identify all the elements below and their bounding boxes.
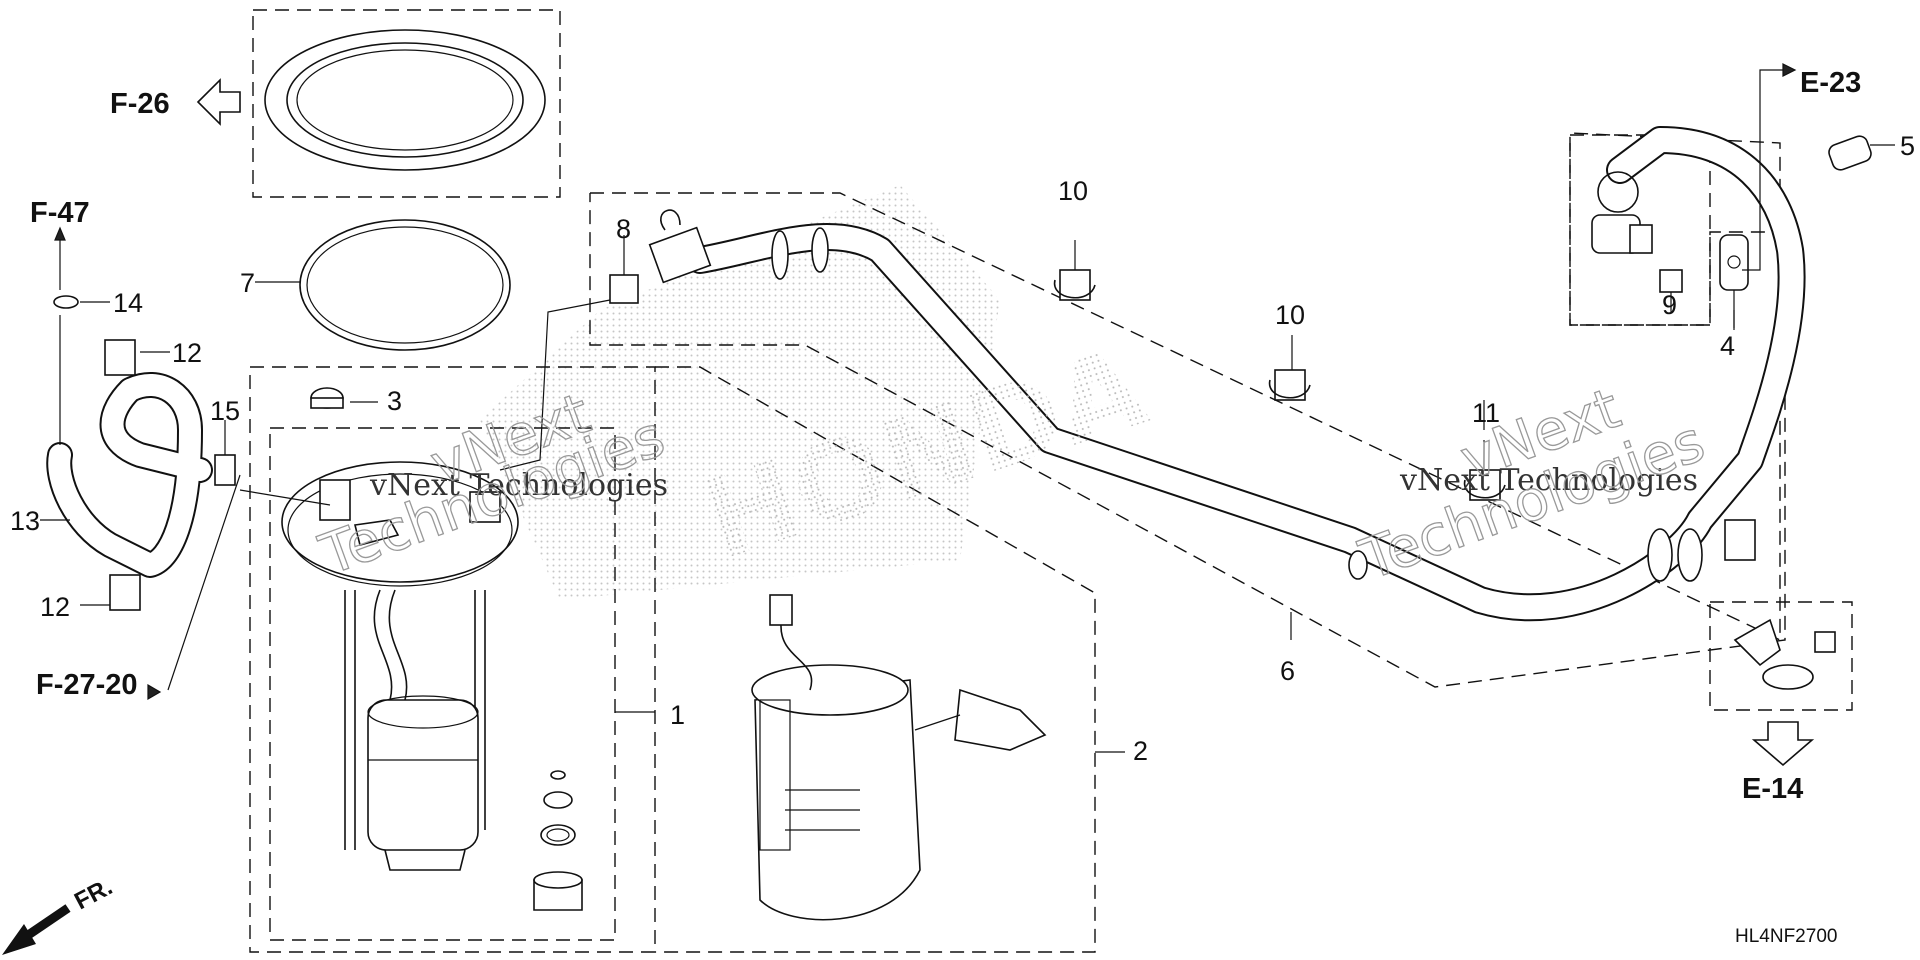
group-box-e14-inset <box>1709 601 1853 711</box>
leader-15-to-pump <box>239 489 331 506</box>
part-number-9: 9 <box>1662 290 1677 320</box>
leader-8 <box>499 299 611 471</box>
part-number-10a: 10 <box>1058 176 1088 206</box>
part-number-14: 14 <box>113 288 143 318</box>
lock-ring <box>264 29 546 171</box>
part-number-1: 1 <box>670 700 685 730</box>
reference-labels: F-26 F-47 F-27-20 E-23 E-14 <box>30 67 1861 805</box>
watermark-text-right: vNext Technologies <box>1399 463 1698 498</box>
e14-bracket <box>1733 618 1836 690</box>
part-number-10b: 10 <box>1275 300 1305 330</box>
fuel-pump-module <box>281 461 519 871</box>
gasket-7 <box>299 219 511 351</box>
orientation-label: FR. <box>70 873 117 915</box>
clip-12-bottom <box>80 574 141 611</box>
part-number-5: 5 <box>1900 131 1915 161</box>
group-box-e23-inset <box>1569 134 1711 326</box>
clip-8 <box>609 235 639 304</box>
drawing-code: HL4NF2700 <box>1735 926 1837 947</box>
group-box-hose-6 <box>589 132 1786 688</box>
hose-6 <box>686 126 1806 622</box>
hose-13 <box>46 372 213 578</box>
clip-5 <box>1828 135 1895 171</box>
part-number-8: 8 <box>616 214 631 244</box>
seal-rings-stack <box>533 770 583 911</box>
part-number-7: 7 <box>240 268 255 298</box>
watermark-dotted-area <box>480 185 1000 600</box>
leader-f27-20 <box>167 474 241 691</box>
arrow-e23 <box>1782 63 1797 77</box>
part-number-12b: 12 <box>40 592 70 622</box>
part-number-4: 4 <box>1720 331 1735 361</box>
ref-f47[interactable]: F-47 <box>30 197 90 229</box>
clip-3 <box>310 387 378 409</box>
hose-6-quick-connector <box>648 209 1368 580</box>
part-number-2: 2 <box>1133 736 1148 766</box>
hose-6-joint <box>1647 519 1756 582</box>
ref-e23[interactable]: E-23 <box>1800 67 1861 99</box>
arrow-f27-20 <box>147 683 162 701</box>
inset-connector <box>1591 171 1653 254</box>
group-box-ring <box>252 9 561 198</box>
leader-e23 <box>1742 69 1785 271</box>
clip-10-b <box>1268 335 1311 401</box>
arrow-e14 <box>1751 721 1815 767</box>
part-number-11: 11 <box>1472 398 1500 428</box>
clip-12-top <box>104 339 170 376</box>
part-number-labels: 1 2 3 4 5 6 7 8 9 10 10 11 12 12 13 14 1… <box>10 131 1915 766</box>
clip-10-a <box>1053 240 1096 301</box>
clip-11 <box>1463 440 1506 501</box>
part-leaders <box>255 281 1735 753</box>
arrow-f26 <box>196 78 241 126</box>
pump-housing-2 <box>751 594 1047 921</box>
group-box-assembly-2 <box>655 366 1096 953</box>
part-number-3: 3 <box>387 386 402 416</box>
clip-14 <box>53 295 110 309</box>
ref-e14[interactable]: E-14 <box>1742 773 1803 805</box>
clip-9 <box>1659 269 1683 300</box>
part-number-13: 13 <box>10 506 40 536</box>
part-number-15: 15 <box>210 396 240 426</box>
part-number-6: 6 <box>1280 656 1295 686</box>
ref-f26[interactable]: F-26 <box>110 88 170 120</box>
watermark: vNext Technologies vNext Technologies vN… <box>311 323 1714 594</box>
orientation-arrow <box>2 904 71 955</box>
arrow-f47 <box>54 226 66 241</box>
clip-15 <box>214 420 236 486</box>
ref-f27-20[interactable]: F-27-20 <box>36 669 138 701</box>
watermark-text-left: vNext Technologies <box>369 468 668 503</box>
group-box-assembly-1-inner <box>269 427 616 941</box>
part-number-12a: 12 <box>172 338 202 368</box>
